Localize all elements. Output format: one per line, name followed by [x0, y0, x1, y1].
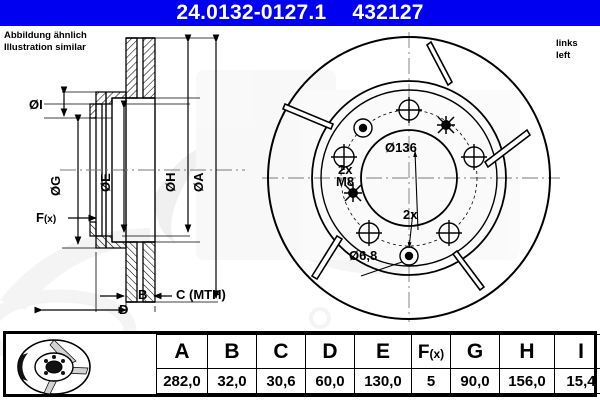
table-value-fx: 5	[411, 368, 451, 394]
table-value-e: 130,0	[354, 368, 412, 394]
title-bar: 24.0132-0127.1 432127	[0, 0, 600, 26]
label-d: D	[119, 302, 129, 317]
label-dia-a: ØA	[191, 172, 206, 193]
table-header-fx: F(x)	[411, 333, 451, 370]
table-value-h: 156,0	[499, 368, 555, 394]
dimension-arrows	[34, 34, 220, 314]
side-note-en: left	[556, 49, 571, 61]
table-value-g: 90,0	[450, 368, 500, 394]
illustration-note-en: Illustration similar	[4, 41, 86, 53]
label-bolt-circle: Ø136	[385, 140, 417, 155]
disc-face-view	[262, 32, 560, 322]
label-thread-count: 2x	[338, 162, 353, 177]
table-header-g: G	[450, 333, 500, 370]
table-header-e: E	[354, 333, 412, 370]
table-value-c: 30,6	[256, 368, 306, 394]
extension-lines	[44, 37, 218, 312]
label-thread-size: M8	[336, 174, 355, 189]
label-hole-dia: Ø6,8	[349, 248, 378, 263]
table-header-a: A	[156, 333, 208, 370]
table-value-a: 282,0	[156, 368, 208, 394]
leader-lines	[347, 150, 419, 277]
specification-table: A B C D E F(x) G H I 282,0 32,0 30,6 60,…	[4, 332, 600, 396]
table-header-c: C	[256, 333, 306, 370]
friction-ring-top	[125, 37, 156, 99]
side-note-de: links	[556, 38, 578, 49]
table-value-b: 32,0	[207, 368, 257, 394]
part-number: 24.0132-0127.1	[176, 1, 327, 24]
label-b: B	[138, 287, 148, 302]
disc-thumbnail-cell	[6, 334, 157, 395]
table-row-values: 282,0 32,0 30,6 60,0 130,0 5 90,0 156,0 …	[6, 368, 600, 394]
table-row-headers: A B C D E F(x) G H I	[6, 333, 600, 395]
illustration-note: Abbildung ähnlich Illustration similar	[4, 30, 87, 53]
label-c: C (MTH)	[176, 287, 226, 302]
reference-number: 432127	[352, 1, 424, 24]
locating-holes	[353, 118, 419, 266]
label-dia-h: ØH	[163, 172, 178, 193]
label-dia-i: ØI	[29, 97, 43, 112]
table-value-i: 15,4	[554, 368, 600, 394]
table-header-h: H	[499, 333, 555, 370]
side-note: links left	[556, 38, 578, 61]
disc-slots	[281, 40, 532, 292]
label-fx: F(x)	[36, 210, 57, 225]
illustration-note-de: Abbildung ähnlich	[4, 30, 87, 41]
label-dia-e: ØE	[98, 173, 113, 192]
wheel-bolt-holes	[331, 97, 487, 246]
label-hole-count: 2x	[403, 207, 418, 222]
cross-section-view	[34, 34, 245, 314]
table-value-d: 60,0	[305, 368, 355, 394]
label-dia-g: ØG	[48, 175, 63, 196]
table-header-b: B	[207, 333, 257, 370]
m8-threaded-holes	[344, 116, 455, 202]
table-header-d: D	[305, 333, 355, 370]
table-header-i: I	[554, 333, 600, 370]
brake-disc-3d-icon	[17, 338, 91, 395]
